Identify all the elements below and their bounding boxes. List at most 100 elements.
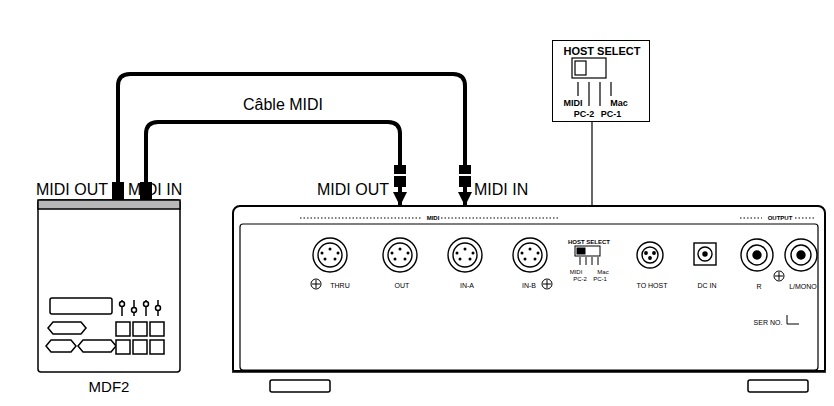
callout-title: HOST SELECT — [563, 45, 640, 57]
to-host-port — [653, 252, 655, 254]
port-label: MIDI OUT — [317, 181, 389, 199]
mdf2-device — [38, 200, 180, 372]
midi-plug — [112, 182, 124, 200]
mdf2-device — [38, 200, 180, 209]
serial-label: SER NO. — [754, 319, 783, 327]
jack-pins — [394, 258, 397, 261]
serial-plate — [787, 315, 799, 324]
jack-pins — [391, 252, 394, 255]
to-host-port — [637, 242, 663, 268]
switch-position: PC-2 — [573, 276, 587, 283]
rear-panel — [740, 217, 762, 218]
mdf2-device — [150, 340, 164, 354]
screw-symbols — [312, 280, 320, 288]
rear-panel — [232, 218, 826, 392]
screw-symbols — [542, 279, 552, 289]
jack-pins — [404, 258, 407, 261]
tone-generator-panel: MIDITHRUOUTIN-AIN-BHOST SELECTMIDIPC-2PC… — [232, 205, 826, 372]
screw-symbols — [311, 271, 784, 289]
port-label: DC IN — [697, 282, 716, 290]
plug-grip — [394, 174, 406, 176]
dc-in-jack — [698, 247, 712, 261]
host-select-switch — [575, 246, 600, 256]
rear-panel — [270, 380, 330, 392]
midi-plug — [394, 165, 406, 187]
midi-jacks — [313, 238, 547, 272]
mdf2-device — [144, 302, 149, 307]
jack-label: OUT — [395, 282, 410, 290]
mdf2-device — [133, 340, 147, 354]
switch-position: PC-1 — [593, 276, 607, 283]
output-jacks — [747, 245, 767, 265]
callout-switch — [588, 82, 589, 106]
jack-pins — [456, 252, 459, 255]
rear-panel — [795, 217, 816, 218]
jack-pins — [537, 252, 540, 255]
jack-pins — [399, 248, 402, 251]
mdf2-unit: MDF2 — [38, 200, 180, 372]
jack-pins — [534, 258, 537, 261]
to-host-port — [637, 242, 663, 268]
screw-symbols — [774, 271, 784, 281]
leader-line — [591, 122, 592, 205]
midi-plug — [459, 165, 471, 187]
jack-pins — [407, 252, 410, 255]
jack-label: R — [756, 283, 761, 291]
mdf2-device — [116, 322, 130, 336]
switch-position: Mac — [597, 269, 608, 276]
rear-panel — [240, 224, 818, 370]
port-label: TO HOST — [637, 282, 668, 290]
jack-label: IN-B — [522, 282, 536, 290]
midi-jacks — [313, 238, 347, 272]
mdf2-device — [156, 306, 161, 311]
section-label: MIDI — [427, 215, 440, 222]
callout-switch — [575, 61, 586, 75]
host-select-switch — [577, 248, 585, 254]
mdf2-device — [150, 322, 164, 336]
screw-symbols — [543, 280, 551, 288]
jack-pins — [469, 258, 472, 261]
output-jacks — [753, 251, 761, 259]
switch-label: HOST SELECT — [568, 239, 610, 246]
host-select-switch — [598, 257, 599, 265]
rear-panel — [748, 380, 808, 392]
mdf2-device — [133, 322, 147, 336]
dc-in-jack — [694, 243, 716, 265]
jack-pins — [334, 258, 337, 261]
mdf2-device — [46, 340, 76, 352]
mdf2-device — [48, 322, 86, 334]
to-host-port — [645, 252, 647, 254]
callout-switch — [599, 82, 600, 106]
section-label: OUTPUT — [768, 215, 793, 222]
port-label: MIDI IN — [128, 181, 182, 199]
jack-pins — [464, 248, 467, 251]
to-host-port — [649, 257, 651, 259]
serial-plate — [787, 315, 799, 324]
switch-position: PC-2 — [574, 110, 595, 120]
jack-label: IN-A — [460, 282, 474, 290]
midi-jacks — [453, 243, 477, 267]
output-jacks — [785, 239, 817, 271]
port-label: MIDI OUT — [36, 181, 108, 199]
jack-pins — [459, 258, 462, 261]
midi-jacks — [518, 243, 542, 267]
jack-pins — [324, 258, 327, 261]
to-host-port — [642, 247, 658, 263]
jack-pins — [472, 252, 475, 255]
port-label: MIDI IN — [474, 181, 528, 199]
midi-jacks — [318, 243, 342, 267]
host-select-switch — [580, 257, 581, 265]
cable-label: Câble MIDI — [243, 96, 323, 114]
rear-panel — [300, 217, 422, 218]
output-jacks — [741, 239, 773, 271]
jack-label: THRU — [330, 282, 349, 290]
midi-jacks — [388, 243, 412, 267]
callout-box: HOST SELECTMIDIPC-2MacPC-1 — [552, 40, 650, 122]
host-select-switch — [592, 257, 593, 265]
switch-position: MIDI — [570, 269, 583, 276]
callout-switch — [572, 58, 606, 78]
mdf2-device — [120, 302, 125, 307]
mdf2-device — [116, 340, 130, 354]
